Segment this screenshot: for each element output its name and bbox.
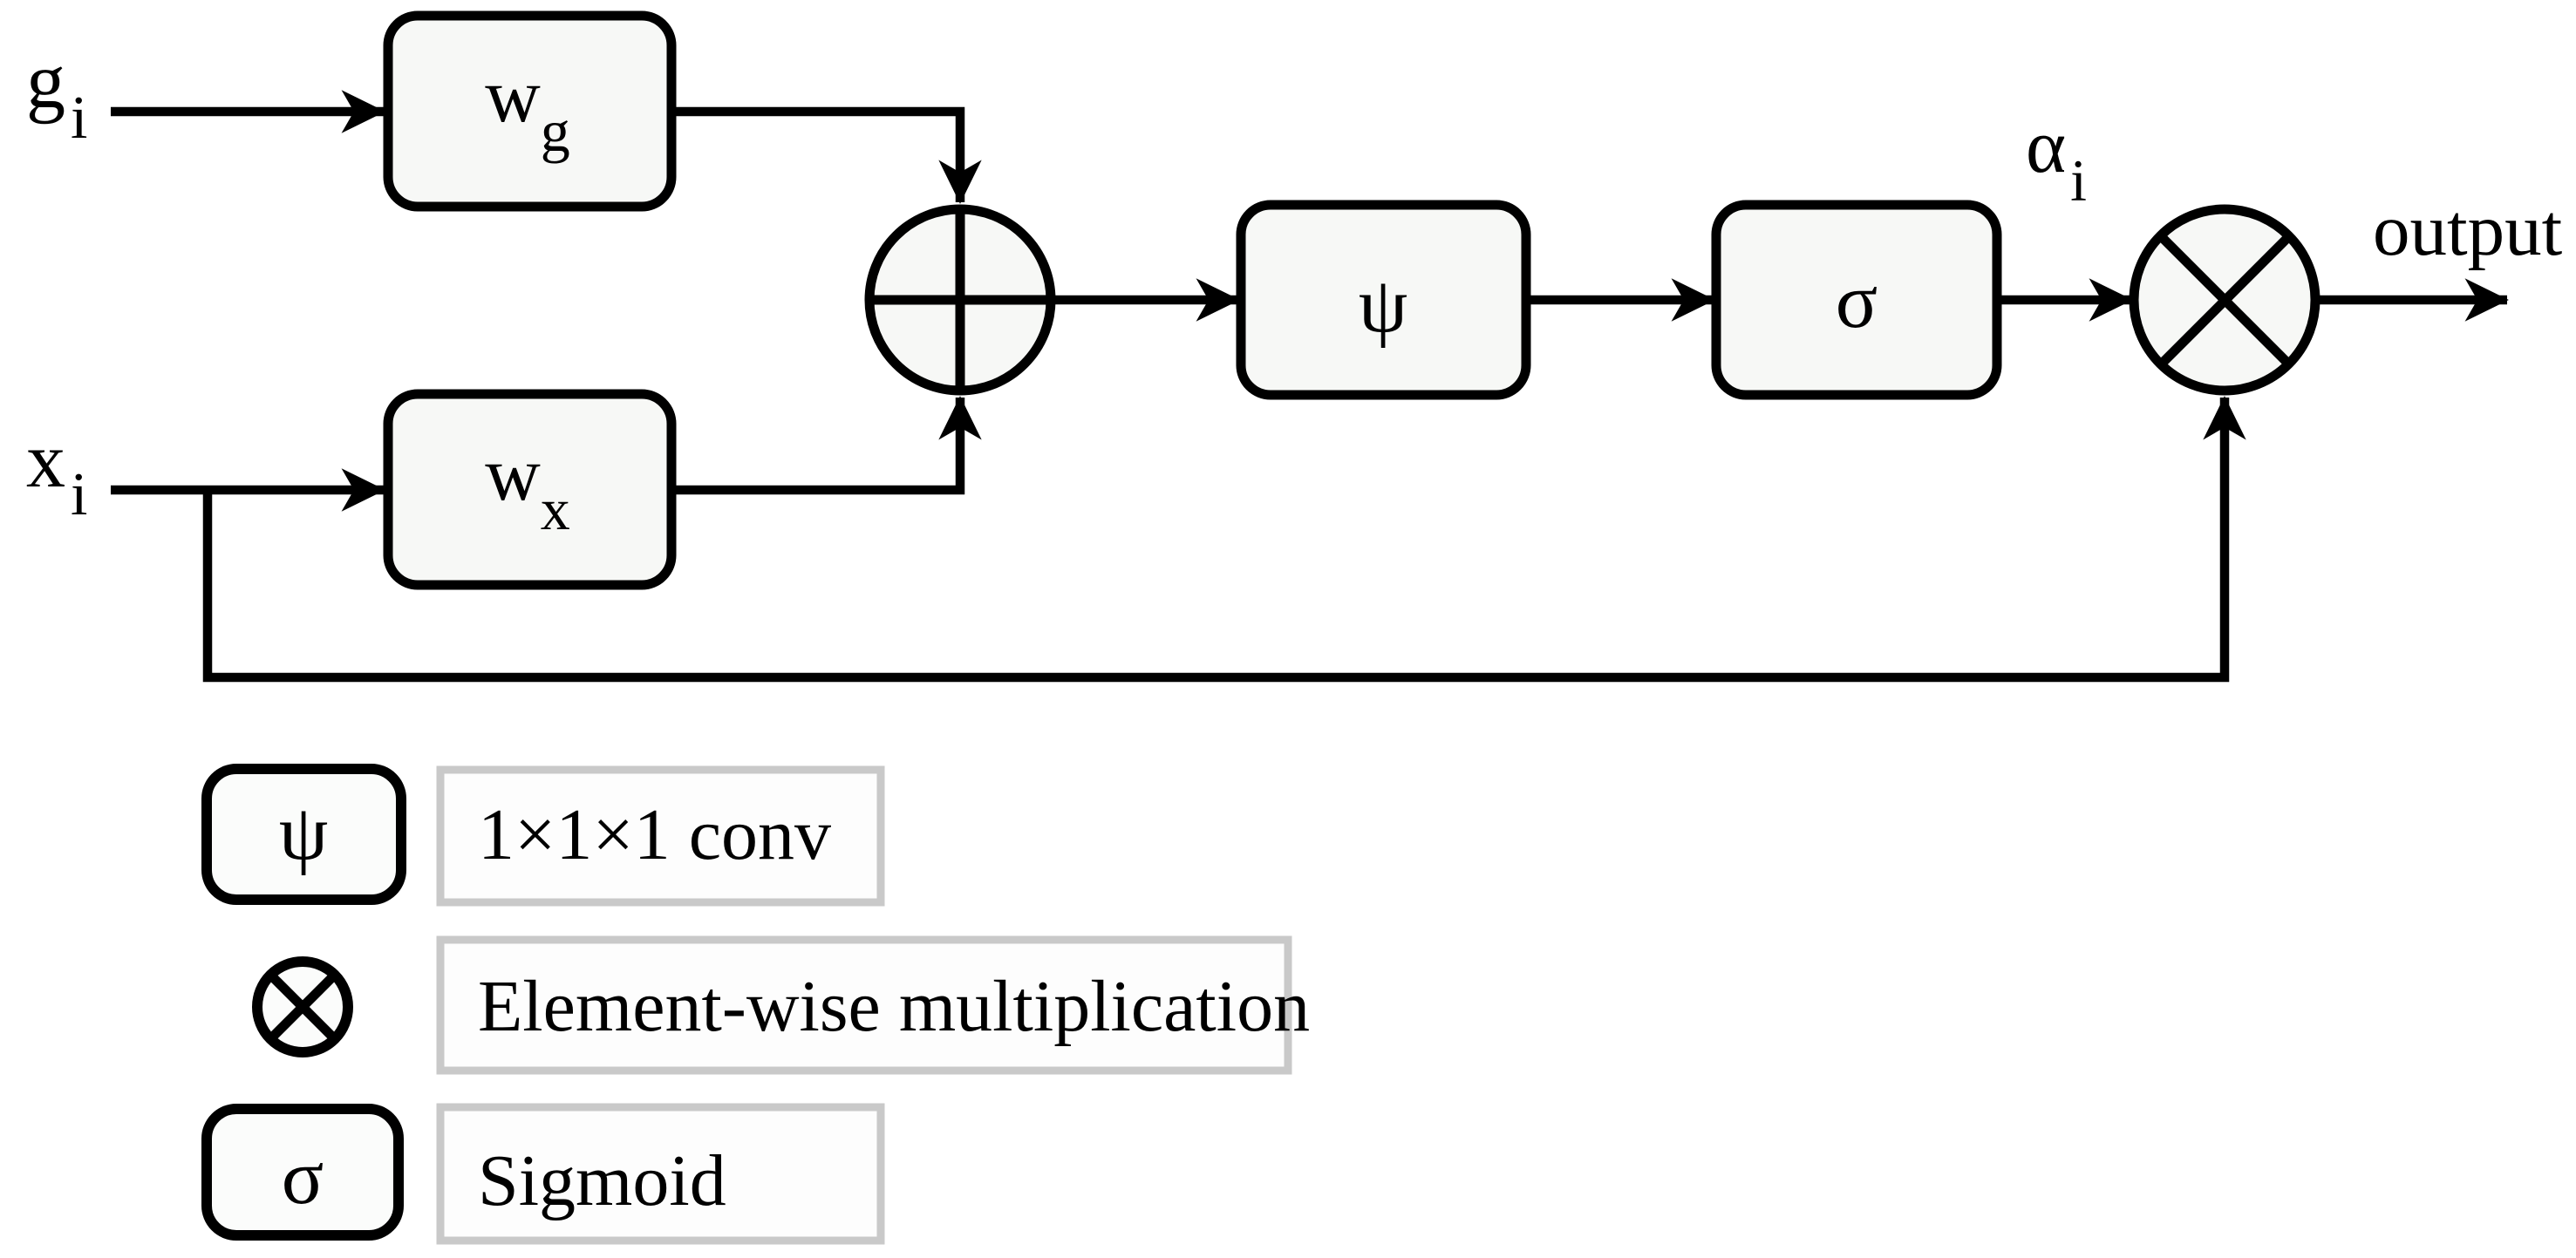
psi-block: [1236, 200, 1531, 400]
legend-row-sigma: σ Sigmoid: [201, 1103, 885, 1245]
wg-block-label: wg: [485, 54, 570, 164]
wx-block: [383, 389, 677, 590]
multiply-node-icon: [2129, 204, 2320, 396]
wg-block: [383, 10, 677, 212]
output-label: output: [2373, 189, 2563, 271]
legend-multiply-label: Element-wise multiplication: [478, 966, 1310, 1047]
element-wise-multiplication-icon: [252, 956, 353, 1057]
psi-block-label: ψ: [1359, 262, 1407, 349]
multiply-node-x-diagonal-2: [2157, 233, 2293, 368]
edge-xi-skip-to-multiply: [202, 396, 2246, 683]
add-node-icon: [864, 204, 1056, 396]
legend-row-multiply: Element-wise multiplication: [252, 935, 1310, 1075]
legend-row-psi: ψ 1×1×1 conv: [201, 764, 885, 907]
edge-wg-to-add: [671, 106, 982, 204]
legend-psi-label: 1×1×1 conv: [478, 794, 831, 875]
legend-sigma-label: Sigmoid: [478, 1140, 726, 1221]
legend: ψ 1×1×1 conv Element-wise multiplication…: [201, 764, 1310, 1245]
input-g-label: gi: [26, 38, 87, 152]
wx-block-label: wx: [485, 432, 570, 542]
legend-sigma-label-box: [436, 1103, 885, 1245]
legend-multiply-x-diagonal-2: [267, 971, 338, 1043]
edge-wx-to-add: [671, 396, 982, 495]
alpha-coefficient-label: αi: [2026, 105, 2087, 214]
psi-block-icon: [201, 764, 406, 905]
sigma-block-label: σ: [1836, 258, 1878, 344]
sigma-block-icon: [201, 1104, 404, 1241]
legend-multiply-label-box: [436, 935, 1292, 1075]
legend-sigma-symbol: σ: [282, 1134, 324, 1221]
legend-psi-label-box: [436, 765, 885, 907]
connectors: [111, 90, 2509, 683]
sigma-block: [1711, 200, 2002, 400]
input-x-label: xi: [26, 418, 87, 528]
legend-psi-symbol: ψ: [279, 790, 328, 876]
